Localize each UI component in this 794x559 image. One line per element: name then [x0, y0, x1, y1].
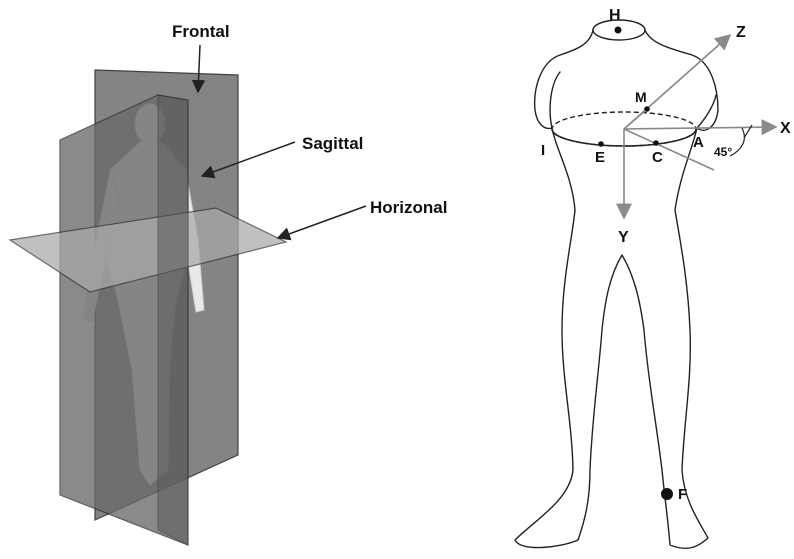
- point-h-dot: [615, 27, 622, 34]
- point-c-label: C: [652, 149, 663, 166]
- point-e-label: E: [595, 149, 605, 166]
- point-f-dot: [661, 488, 673, 500]
- angle-label: 45°: [714, 145, 732, 159]
- y-axis-label: Y: [618, 229, 629, 246]
- frontal-plane-front: [158, 95, 188, 545]
- right-arm-stump: [697, 95, 716, 128]
- point-h-label: H: [609, 7, 621, 24]
- left-arm-stump: [550, 72, 560, 128]
- z-axis-label: Z: [736, 24, 746, 41]
- point-i-label: I: [541, 142, 545, 159]
- x-axis-label: X: [780, 120, 791, 137]
- point-e-dot: [598, 141, 604, 147]
- point-a-label: A: [693, 134, 704, 151]
- mannequin-outline: [515, 30, 718, 548]
- anatomical-planes-figure: Frontal Sagittal Horizonal: [10, 22, 447, 545]
- frontal-label: Frontal: [172, 22, 230, 41]
- point-f-label: F: [678, 486, 687, 503]
- sagittal-label: Sagittal: [302, 134, 363, 153]
- x-axis: [624, 127, 776, 129]
- point-m-dot: [644, 106, 650, 112]
- mannequin-figure: 45° H M I E C A F X Y Z: [515, 7, 791, 548]
- point-c-dot: [653, 140, 659, 146]
- horizontal-arrow: [278, 206, 366, 238]
- horizontal-label: Horizonal: [370, 198, 447, 217]
- point-m-label: M: [635, 89, 647, 105]
